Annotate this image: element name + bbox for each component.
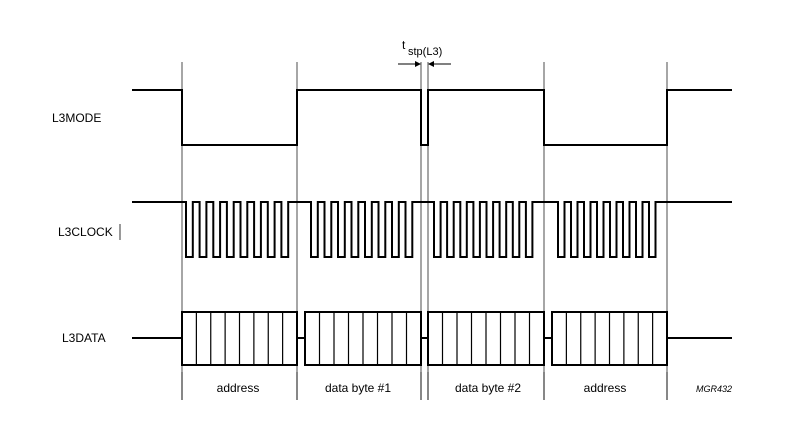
tstp-right-arrowhead xyxy=(428,61,434,67)
l3mode-waveform xyxy=(132,89,732,146)
segment-label-data-byte-1: data byte #1 xyxy=(325,381,391,395)
l3data-waveform xyxy=(132,311,732,366)
segment-label-address-2: address xyxy=(584,381,627,395)
tstp-subscript: stp(L3) xyxy=(408,46,442,58)
l3clock-label: L3CLOCK xyxy=(58,225,113,239)
l3mode-label: L3MODE xyxy=(52,111,101,125)
segment-label-data-byte-2: data byte #2 xyxy=(455,381,521,395)
figure-code: MGR432 xyxy=(696,384,732,394)
l3data-label: L3DATA xyxy=(62,331,106,345)
segment-dividers xyxy=(181,372,668,400)
tstp-left-arrowhead xyxy=(415,61,421,67)
tstp-symbol: t xyxy=(402,38,406,52)
tstp-annotation: t stp(L3) xyxy=(398,38,451,67)
l3clock-waveform xyxy=(132,201,732,258)
segment-label-address-1: address xyxy=(217,381,260,395)
